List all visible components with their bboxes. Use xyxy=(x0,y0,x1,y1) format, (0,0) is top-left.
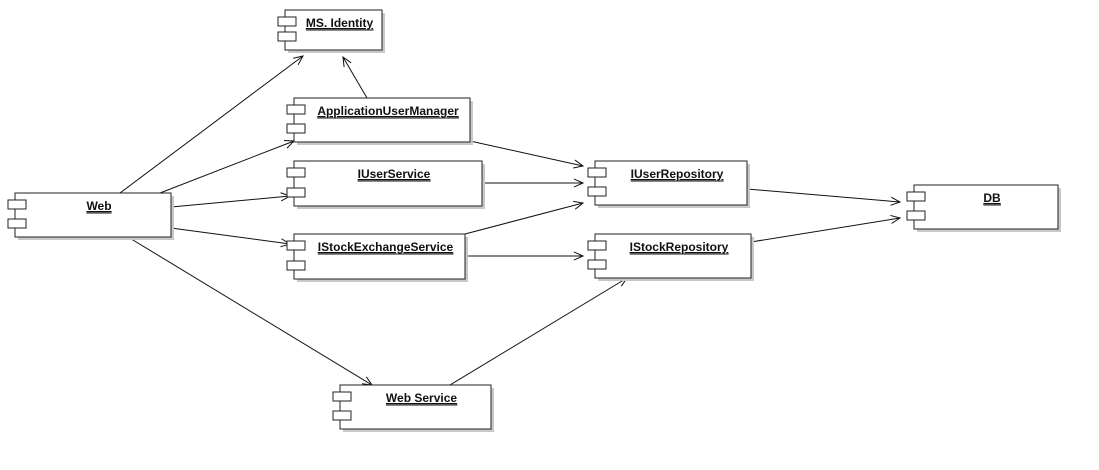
component-port-icon xyxy=(587,186,607,197)
dependency-arrows xyxy=(119,55,902,386)
component-port-icon xyxy=(286,240,306,251)
component-port-icon xyxy=(277,31,297,42)
component-label: IStockExchangeService xyxy=(318,240,454,254)
component-app-user-manager[interactable]: ApplicationUserManager xyxy=(286,97,473,145)
component-box xyxy=(293,97,471,143)
dependency-line xyxy=(464,202,584,235)
dependency-line xyxy=(127,236,373,386)
component-istock-exchange-service[interactable]: IStockExchangeService xyxy=(286,233,468,282)
dependency-line xyxy=(119,55,304,194)
components: MS. IdentityApplicationUserManagerIUserS… xyxy=(7,9,1061,432)
dependency-line xyxy=(170,195,291,208)
component-port-icon xyxy=(286,167,306,178)
dependency-iuser_service-to-iuser_repository xyxy=(482,178,585,188)
component-port-icon xyxy=(277,16,297,27)
arrowhead xyxy=(890,214,902,224)
arrowhead xyxy=(293,55,304,65)
dependency-web_service-to-istock_repository xyxy=(449,277,629,386)
dependency-web-to-iuser_service xyxy=(170,192,292,208)
component-port-icon xyxy=(286,104,306,115)
dependency-line xyxy=(469,140,584,167)
component-box xyxy=(594,160,748,206)
arrowhead xyxy=(573,159,585,169)
component-port-icon xyxy=(332,391,352,402)
arrowhead xyxy=(573,200,585,210)
dependency-web-to-istock_exchange_service xyxy=(170,227,292,248)
dependency-istock_repository-to-db xyxy=(750,214,902,243)
component-port-icon xyxy=(587,240,607,251)
component-box xyxy=(293,160,483,207)
component-port-icon xyxy=(7,199,27,210)
dependency-line xyxy=(746,188,901,203)
component-port-icon xyxy=(286,187,306,198)
component-port-icon xyxy=(286,260,306,271)
component-label: DB xyxy=(983,191,1001,205)
dependency-line xyxy=(342,56,368,99)
component-label: IUserRepository xyxy=(631,167,724,181)
component-port-icon xyxy=(587,167,607,178)
component-port-icon xyxy=(7,218,27,229)
arrowhead xyxy=(890,196,902,206)
arrowhead xyxy=(342,55,352,67)
component-label: Web Service xyxy=(386,391,457,405)
dependency-app_user_manager-to-iuser_repository xyxy=(469,140,585,169)
component-box xyxy=(14,192,172,238)
component-port-icon xyxy=(906,210,926,221)
dependency-line xyxy=(170,227,291,245)
component-label: MS. Identity xyxy=(306,16,374,30)
dependency-istock_exchange_service-to-istock_repository xyxy=(465,251,585,261)
component-web-service[interactable]: Web Service xyxy=(332,384,494,432)
component-ms-identity[interactable]: MS. Identity xyxy=(277,9,385,53)
dependency-line xyxy=(449,277,628,386)
arrowhead xyxy=(573,251,585,261)
component-web[interactable]: Web xyxy=(7,192,174,240)
arrowhead xyxy=(573,178,585,188)
component-label: Web xyxy=(86,199,111,213)
component-port-icon xyxy=(286,123,306,134)
component-iuser-service[interactable]: IUserService xyxy=(286,160,485,209)
dependency-web-to-ms_identity xyxy=(119,55,304,194)
component-istock-repository[interactable]: IStockRepository xyxy=(587,233,754,281)
component-box xyxy=(913,184,1059,230)
dependency-line xyxy=(750,217,901,243)
component-iuser-repository[interactable]: IUserRepository xyxy=(587,160,750,208)
component-box xyxy=(594,233,752,279)
dependency-app_user_manager-to-ms_identity xyxy=(342,55,368,99)
component-label: IUserService xyxy=(358,167,431,181)
component-label: ApplicationUserManager xyxy=(317,104,459,118)
component-box xyxy=(339,384,492,430)
dependency-istock_exchange_service-to-iuser_repository xyxy=(464,200,585,235)
dependency-line xyxy=(159,140,295,194)
component-box xyxy=(293,233,466,280)
component-port-icon xyxy=(332,410,352,421)
component-label: IStockRepository xyxy=(630,240,729,254)
component-db[interactable]: DB xyxy=(906,184,1061,232)
component-port-icon xyxy=(906,191,926,202)
component-port-icon xyxy=(587,259,607,270)
dependency-iuser_repository-to-db xyxy=(746,188,902,206)
